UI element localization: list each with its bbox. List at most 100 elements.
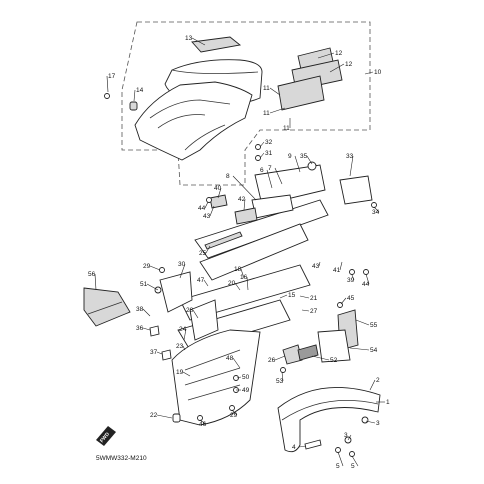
bolt-34[interactable] bbox=[371, 202, 377, 208]
callout-40[interactable]: 40 bbox=[214, 185, 222, 199]
bolt-53[interactable] bbox=[280, 367, 286, 373]
seat-pad-13[interactable] bbox=[191, 36, 242, 53]
callout-8[interactable]: 8 bbox=[226, 173, 257, 201]
callout-47[interactable]: 47 bbox=[197, 277, 209, 287]
reflector-bracket-28[interactable] bbox=[189, 299, 219, 341]
callout-43[interactable]: 43 bbox=[203, 205, 215, 220]
callout-29[interactable]: 29 bbox=[230, 409, 238, 419]
cap-35[interactable] bbox=[307, 161, 317, 171]
callout-15[interactable]: 15 bbox=[279, 292, 296, 299]
callout-45[interactable]: 45 bbox=[340, 295, 355, 305]
bolt-46[interactable] bbox=[197, 415, 203, 421]
clip-37[interactable] bbox=[161, 349, 172, 361]
bolt-32[interactable] bbox=[255, 144, 261, 150]
callout-9[interactable]: 9 bbox=[288, 153, 301, 173]
callout-46[interactable]: 46 bbox=[199, 419, 207, 428]
reflector-26[interactable] bbox=[282, 344, 303, 365]
callout-39[interactable]: 39 bbox=[347, 274, 355, 284]
callout-38[interactable]: 38 bbox=[136, 306, 151, 317]
tail-cowl[interactable] bbox=[134, 81, 253, 161]
bolt-29[interactable] bbox=[159, 267, 165, 273]
callout-48[interactable]: 48 bbox=[226, 355, 241, 369]
reflector-52[interactable] bbox=[297, 344, 319, 361]
callout-44[interactable]: 44 bbox=[362, 273, 370, 288]
callout-number: 50 bbox=[242, 374, 250, 381]
front-fender-1[interactable] bbox=[277, 387, 381, 453]
callout-4[interactable]: 4 bbox=[292, 444, 307, 451]
callout-2[interactable]: 2 bbox=[369, 377, 380, 391]
callout-55[interactable]: 55 bbox=[355, 319, 378, 329]
callout-44[interactable]: 44 bbox=[198, 201, 209, 212]
callout-29[interactable]: 29 bbox=[143, 263, 161, 271]
callout-17[interactable]: 17 bbox=[106, 73, 116, 93]
bolt-17[interactable] bbox=[104, 93, 110, 99]
bolt-39[interactable] bbox=[349, 269, 355, 275]
callout-13[interactable]: 13 bbox=[185, 35, 206, 46]
callout-6[interactable]: 6 bbox=[260, 167, 273, 189]
tail-light-33[interactable] bbox=[339, 175, 373, 205]
callout-43[interactable]: 43 bbox=[312, 261, 321, 270]
leader-line bbox=[106, 75, 109, 93]
callout-30[interactable]: 30 bbox=[178, 261, 186, 279]
bolt-4[interactable] bbox=[304, 439, 322, 450]
callout-51[interactable]: 51 bbox=[140, 281, 159, 291]
grommet-14[interactable] bbox=[129, 101, 138, 111]
bolt-44r[interactable] bbox=[363, 269, 369, 275]
callout-52[interactable]: 52 bbox=[311, 355, 338, 364]
callout-53[interactable]: 53 bbox=[276, 371, 284, 385]
callout-41[interactable]: 41 bbox=[333, 261, 343, 274]
callout-5[interactable]: 5 bbox=[336, 451, 344, 470]
bolt-5b[interactable] bbox=[349, 451, 355, 457]
callout-5[interactable]: 5 bbox=[351, 455, 359, 470]
rod-25[interactable] bbox=[204, 231, 243, 250]
callout-12[interactable]: 12 bbox=[329, 61, 353, 73]
callout-22[interactable]: 22 bbox=[150, 412, 173, 419]
callout-28[interactable]: 28 bbox=[186, 307, 199, 319]
callout-27[interactable]: 27 bbox=[301, 308, 318, 315]
callout-11[interactable]: 11 bbox=[263, 85, 281, 96]
bolt-44[interactable] bbox=[206, 197, 212, 203]
callout-56[interactable]: 56 bbox=[88, 271, 97, 291]
callout-34[interactable]: 34 bbox=[372, 206, 380, 216]
side-bracket-30[interactable] bbox=[159, 271, 193, 313]
bolt-29b[interactable] bbox=[229, 405, 235, 411]
callout-21[interactable]: 21 bbox=[299, 295, 318, 302]
callout-11[interactable]: 11 bbox=[283, 118, 291, 132]
callout-33[interactable]: 33 bbox=[346, 153, 354, 177]
callout-12[interactable]: 12 bbox=[317, 50, 343, 59]
callout-7[interactable]: 7 bbox=[268, 165, 283, 185]
grommet-22[interactable] bbox=[172, 413, 181, 423]
callout-32[interactable]: 32 bbox=[259, 139, 273, 148]
callout-23[interactable]: 23 bbox=[176, 343, 186, 351]
callout-31[interactable]: 31 bbox=[259, 150, 273, 159]
callout-1[interactable]: 1 bbox=[376, 399, 390, 406]
callout-36[interactable]: 36 bbox=[136, 325, 151, 332]
bolt-50[interactable] bbox=[233, 375, 239, 381]
callout-26[interactable]: 26 bbox=[268, 355, 286, 364]
callout-24[interactable]: 24 bbox=[179, 326, 187, 341]
bolt-3a[interactable] bbox=[361, 416, 369, 424]
callout-14[interactable]: 14 bbox=[133, 87, 144, 102]
callout-20[interactable]: 20 bbox=[228, 280, 241, 291]
callout-35[interactable]: 35 bbox=[300, 153, 313, 165]
callout-37[interactable]: 37 bbox=[150, 349, 163, 356]
callout-3[interactable]: 3 bbox=[344, 432, 352, 441]
callout-10[interactable]: 10 bbox=[364, 69, 382, 76]
clip-36[interactable] bbox=[149, 325, 160, 337]
callout-54[interactable]: 54 bbox=[349, 347, 378, 354]
bracket-42[interactable] bbox=[234, 207, 258, 225]
callout-42[interactable]: 42 bbox=[238, 196, 246, 211]
callout-3[interactable]: 3 bbox=[365, 420, 380, 427]
bolt-31[interactable] bbox=[255, 155, 261, 161]
callout-11[interactable]: 11 bbox=[263, 107, 286, 117]
callout-18[interactable]: 18 bbox=[234, 266, 245, 279]
license-bracket-54[interactable] bbox=[317, 329, 351, 363]
callout-50[interactable]: 50 bbox=[236, 374, 250, 381]
callout-19[interactable]: 19 bbox=[176, 369, 191, 377]
bracket-40[interactable] bbox=[209, 194, 228, 209]
callout-49[interactable]: 49 bbox=[236, 387, 250, 394]
callout-25[interactable]: 25 bbox=[199, 245, 211, 257]
bolt-5a[interactable] bbox=[335, 447, 341, 453]
inner-fender[interactable] bbox=[171, 329, 261, 426]
seat-cushion-12c[interactable] bbox=[277, 75, 325, 111]
